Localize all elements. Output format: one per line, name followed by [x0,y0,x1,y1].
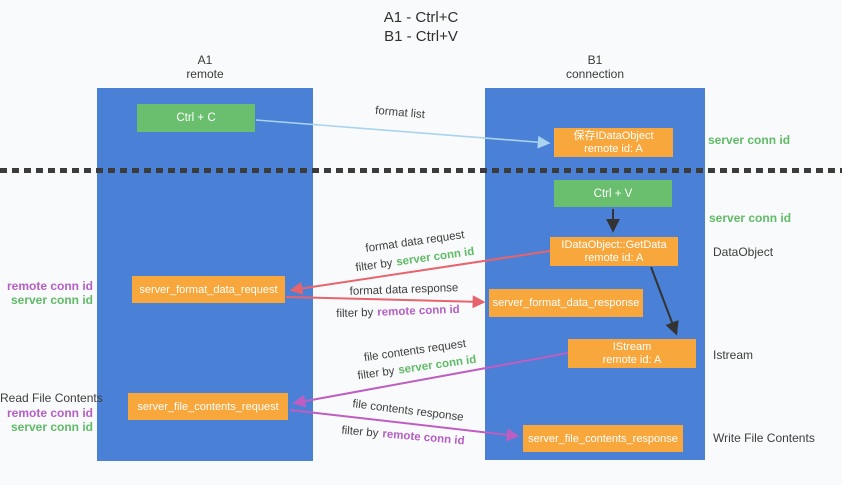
lane-b1-name: B1 [587,53,603,67]
lane-a1-subtitle: remote [186,67,224,81]
node-server-file-contents-request: server_file_contents_request [128,393,288,420]
server-format-data-request-label: server_format_data_request [139,283,278,296]
lane-b1-subtitle: connection [565,67,625,81]
node-ctrl-v: Ctrl + V [554,180,672,207]
server-conn-id-key-1: server conn id [395,245,476,269]
label-dataobject: DataObject [713,245,774,259]
label-server-conn-id-left-1: server conn id [10,293,93,307]
filter-by-text-3: filter by [356,365,396,383]
istream-line1: IStream [612,340,652,353]
label-istream: Istream [713,348,754,362]
server-format-data-response-label: server_format_data_response [492,297,640,309]
title-line-2: B1 - Ctrl+V [384,28,458,45]
label-server-conn-id-left-2: server conn id [10,420,93,434]
label-remote-conn-id-left-2: remote conn id [6,406,93,420]
lane-a1-name: A1 [197,53,213,67]
node-save-idataobject: 保存IDataObject remote id: A [554,128,673,157]
label-remote-conn-id-left-1: remote conn id [6,279,93,293]
server-file-contents-response-label: server_file_contents_response [528,432,678,445]
getdata-line2: remote id: A [584,251,644,264]
server-file-contents-request-label: server_file_contents_request [137,400,279,413]
save-idataobject-line2: remote id: A [584,142,643,155]
label-format-data-response: format data response [349,282,459,298]
label-format-list: format list [374,104,426,122]
arrow-format-data-response [285,295,486,309]
node-idataobject-getdata: IDataObject::GetData remote id: A [550,237,678,266]
label-server-conn-id-top: server conn id [708,133,791,147]
istream-line2: remote id: A [602,353,662,366]
save-idataobject-line1: 保存IDataObject [573,129,654,142]
diagram-title: A1 - Ctrl+C B1 - Ctrl+V [0,8,842,46]
ctrl-v-label: Ctrl + V [593,187,633,200]
filter-by-text-1: filter by [354,257,394,275]
node-server-format-data-request: server_format_data_request [132,276,285,303]
filter-by-text-2: filter by [336,306,374,321]
node-server-format-data-response: server_format_data_response [489,289,643,317]
getdata-line1: IDataObject::GetData [561,238,667,251]
label-write-file-contents: Write File Contents [713,431,815,445]
label-server-conn-id-mid: server conn id [709,211,792,225]
label-file-contents-response: file contents response [351,398,465,424]
ctrl-c-label: Ctrl + C [176,112,216,124]
node-server-file-contents-response: server_file_contents_response [523,425,683,452]
dotted-divider [0,168,842,173]
lane-header-b1: B1 connection [485,53,705,81]
lane-header-a1: A1 remote [97,53,313,81]
remote-conn-id-key-1: remote conn id [377,303,460,319]
label-read-file-contents: Read File Contents [0,391,103,405]
title-line-1: A1 - Ctrl+C [383,9,459,26]
node-ctrl-c: Ctrl + C [137,104,255,132]
node-istream: IStream remote id: A [568,339,696,368]
filter-by-text-4: filter by [340,424,379,440]
remote-conn-id-key-2: remote conn id [381,428,466,448]
